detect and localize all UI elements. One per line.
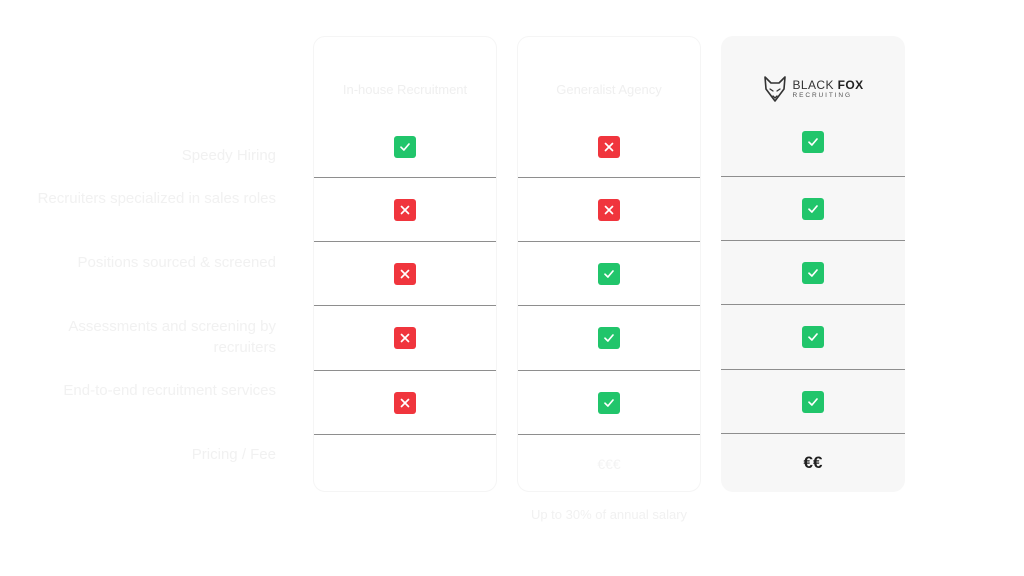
row-divider (721, 369, 905, 370)
check-icon (802, 198, 824, 220)
row-divider (721, 240, 905, 241)
status-cell (314, 115, 496, 179)
row-divider (518, 177, 700, 178)
status-cell (314, 242, 496, 306)
row-divider (721, 433, 905, 434)
status-cell (721, 305, 905, 369)
column-generalist-agency: Generalist Agency €€€ (517, 36, 701, 492)
cross-icon (394, 199, 416, 221)
cross-icon (394, 327, 416, 349)
price-cell: €€€ (518, 435, 700, 493)
row-divider (314, 305, 496, 306)
cross-icon (394, 263, 416, 285)
check-icon (802, 326, 824, 348)
check-icon (802, 391, 824, 413)
row-label-specialized-recruiters: Recruiters specialized in sales roles (37, 190, 276, 207)
row-label-speedy-hiring: Speedy Hiring (181, 147, 276, 164)
row-divider (518, 241, 700, 242)
row-label-assessments: Assessments and screening by recruiters (68, 318, 276, 356)
check-icon (394, 136, 416, 158)
row-divider (721, 176, 905, 177)
fox-head-icon (763, 76, 786, 102)
column-in-house: In-house Recruitment (313, 36, 497, 492)
fee-footnote: Up to 30% of annual salary (530, 507, 688, 522)
row-label-pricing: Pricing / Fee (191, 446, 276, 463)
brand-tagline: RECRUITING (792, 91, 852, 99)
status-cell (518, 115, 700, 179)
status-cell (721, 177, 905, 241)
status-cell (721, 110, 905, 174)
price-cell: €€ (721, 434, 905, 492)
row-divider (518, 370, 700, 371)
row-divider (314, 370, 496, 371)
cross-icon (598, 136, 620, 158)
status-cell (518, 242, 700, 306)
check-icon (598, 327, 620, 349)
status-cell (314, 306, 496, 370)
column-header: BLACK FOX RECRUITING (721, 36, 905, 142)
status-cell (314, 178, 496, 242)
price-cell (314, 435, 496, 493)
price-value: €€€ (597, 456, 621, 472)
row-label-positions-sourced: Positions sourced & screened (77, 254, 276, 271)
price-value: €€ (803, 453, 823, 472)
status-cell (314, 371, 496, 435)
status-cell (518, 178, 700, 242)
cross-icon (598, 199, 620, 221)
row-divider (314, 434, 496, 435)
row-label-end-to-end: End-to-end recruitment services (63, 382, 276, 399)
column-black-fox: BLACK FOX RECRUITING €€ (721, 36, 905, 492)
row-divider (314, 177, 496, 178)
status-cell (721, 370, 905, 434)
check-icon (802, 131, 824, 153)
row-divider (314, 241, 496, 242)
check-icon (598, 263, 620, 285)
check-icon (598, 392, 620, 414)
check-icon (802, 262, 824, 284)
row-labels: Speedy Hiring Recruiters specialized in … (0, 0, 300, 576)
status-cell (721, 241, 905, 305)
column-header: Generalist Agency (556, 82, 662, 97)
row-divider (721, 304, 905, 305)
status-cell (518, 371, 700, 435)
column-header: In-house Recruitment (342, 82, 468, 97)
brand-name: BLACK FOX (792, 77, 864, 92)
row-divider (518, 305, 700, 306)
status-cell (518, 306, 700, 370)
black-fox-logo: BLACK FOX RECRUITING (763, 76, 864, 102)
row-divider (518, 434, 700, 435)
cross-icon (394, 392, 416, 414)
